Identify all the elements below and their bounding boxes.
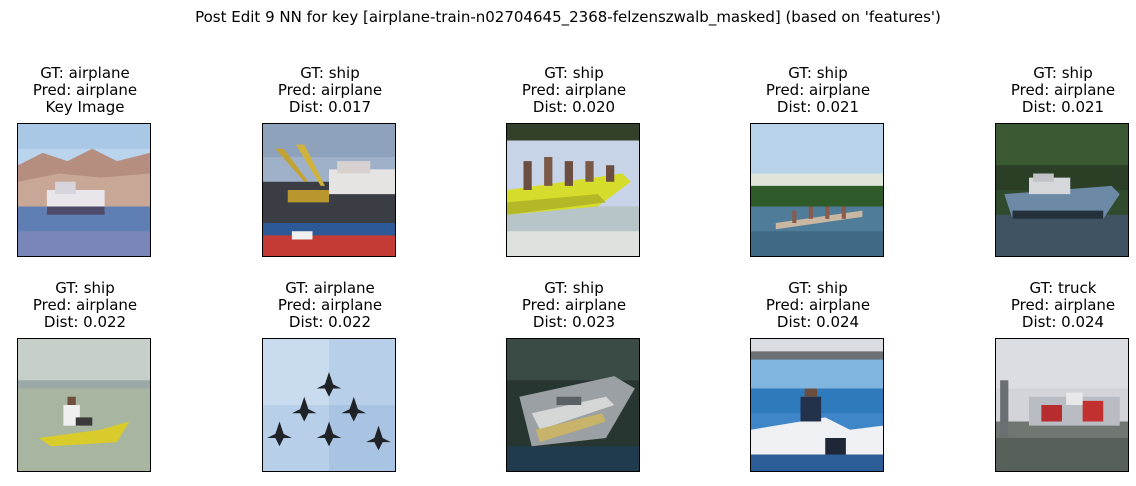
dist-label: Dist: 0.021 <box>1021 98 1105 116</box>
gt-label: GT: ship <box>544 64 604 82</box>
thumbnail-image <box>262 338 396 472</box>
gt-label: GT: airplane <box>285 279 375 297</box>
dist-label: Key Image <box>45 98 125 116</box>
gt-label: GT: ship <box>1033 64 1093 82</box>
pred-label: Pred: airplane <box>277 296 383 314</box>
panel-neighbor-5: GT: ship Pred: airplane Dist: 0.022 <box>0 279 170 472</box>
pred-label: Pred: airplane <box>32 81 138 99</box>
gt-label: GT: ship <box>788 279 848 297</box>
pred-label: Pred: airplane <box>765 296 871 314</box>
panel-neighbor-1: GT: ship Pred: airplane Dist: 0.017 <box>245 64 415 257</box>
thumbnail-image <box>506 338 640 472</box>
thumbnail-image <box>750 338 884 472</box>
gt-label: GT: ship <box>788 64 848 82</box>
panel-neighbor-2: GT: ship Pred: airplane Dist: 0.020 <box>489 64 659 257</box>
thumbnail-image <box>17 123 151 257</box>
thumbnail-image <box>262 123 396 257</box>
gt-label: GT: truck <box>1029 279 1097 297</box>
dist-label: Dist: 0.023 <box>532 313 616 331</box>
figure-title: Post Edit 9 NN for key [airplane-train-n… <box>195 8 941 26</box>
dist-label: Dist: 0.024 <box>776 313 860 331</box>
dist-label: Dist: 0.020 <box>532 98 616 116</box>
dist-label: Dist: 0.017 <box>288 98 372 116</box>
dist-label: Dist: 0.021 <box>776 98 860 116</box>
pred-label: Pred: airplane <box>32 296 138 314</box>
dist-label: Dist: 0.022 <box>288 313 372 331</box>
thumbnail-image <box>506 123 640 257</box>
dist-label: Dist: 0.024 <box>1021 313 1105 331</box>
pred-label: Pred: airplane <box>521 81 627 99</box>
dist-label: Dist: 0.022 <box>43 313 127 331</box>
gt-label: GT: airplane <box>40 64 130 82</box>
panel-neighbor-4: GT: ship Pred: airplane Dist: 0.021 <box>978 64 1136 257</box>
pred-label: Pred: airplane <box>765 81 871 99</box>
pred-label: Pred: airplane <box>1010 296 1116 314</box>
panel-key-image: GT: airplane Pred: airplane Key Image <box>0 64 170 257</box>
panel-neighbor-8: GT: ship Pred: airplane Dist: 0.024 <box>733 279 903 472</box>
panel-neighbor-3: GT: ship Pred: airplane Dist: 0.021 <box>733 64 903 257</box>
panel-neighbor-9: GT: truck Pred: airplane Dist: 0.024 <box>978 279 1136 472</box>
pred-label: Pred: airplane <box>277 81 383 99</box>
gt-label: GT: ship <box>544 279 604 297</box>
thumbnail-image <box>17 338 151 472</box>
thumbnail-image <box>750 123 884 257</box>
panel-neighbor-7: GT: ship Pred: airplane Dist: 0.023 <box>489 279 659 472</box>
thumbnail-image <box>995 123 1129 257</box>
gt-label: GT: ship <box>55 279 115 297</box>
pred-label: Pred: airplane <box>1010 81 1116 99</box>
gt-label: GT: ship <box>300 64 360 82</box>
pred-label: Pred: airplane <box>521 296 627 314</box>
thumbnail-image <box>995 338 1129 472</box>
panel-neighbor-6: GT: airplane Pred: airplane Dist: 0.022 <box>245 279 415 472</box>
